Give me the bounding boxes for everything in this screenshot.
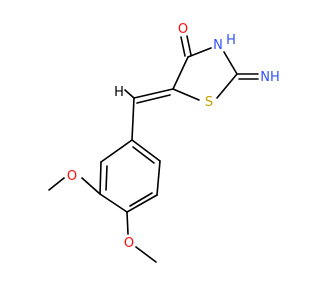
bond-ar4-ar5	[126, 194, 158, 213]
bond-ch-h	[124, 89, 135, 99]
imine-nitrogen-label: NH	[260, 70, 280, 85]
bond-ar3-ar4	[99, 193, 128, 213]
ring-nitrogen-label: N	[213, 38, 223, 53]
vinyl-hydrogen-label: H	[114, 85, 124, 100]
bond-c4-o-b	[186, 35, 192, 56]
bond-o1-ch3	[48, 177, 65, 191]
molecule-canvas: O N H S NH H O O	[48, 22, 280, 263]
molecule-structure: O N H S NH H O O	[48, 22, 280, 263]
bond-ar-inner-2	[129, 192, 153, 207]
carbonyl-oxygen-label: O	[178, 22, 188, 37]
bond-c4-n3	[187, 47, 212, 58]
bond-ar2-ar3	[99, 161, 102, 195]
bond-ar3-o1	[81, 177, 101, 195]
bond-c5-ch-b	[136, 94, 171, 104]
methoxy-oxygen-1-label: O	[67, 169, 77, 184]
bond-ar-inner-1	[105, 165, 108, 191]
bond-c4-o-a	[180, 36, 186, 57]
atom-labels: O N H S NH H O O	[67, 22, 280, 251]
bond-o2-ch3	[135, 246, 157, 263]
bond-ch-aryl	[131, 97, 135, 141]
bonds	[48, 35, 259, 263]
bond-ar-inner-3	[132, 146, 155, 164]
bond-ar6-ar1	[131, 139, 161, 162]
ring-sulfur-label: S	[205, 95, 213, 110]
bond-ar4-o2	[126, 211, 129, 235]
bond-ar5-ar6	[156, 160, 161, 196]
ring-nitrogen-hydrogen-label: H	[226, 33, 236, 48]
bond-ar1-ar2	[100, 139, 133, 163]
bond-n3-c2	[223, 51, 238, 75]
methoxy-oxygen-2-label: O	[124, 236, 134, 251]
bond-c5-ch-a	[133, 88, 174, 99]
bond-c5-c4	[172, 56, 189, 90]
bond-c2-s1	[216, 73, 238, 99]
bond-s1-c5	[172, 88, 200, 101]
